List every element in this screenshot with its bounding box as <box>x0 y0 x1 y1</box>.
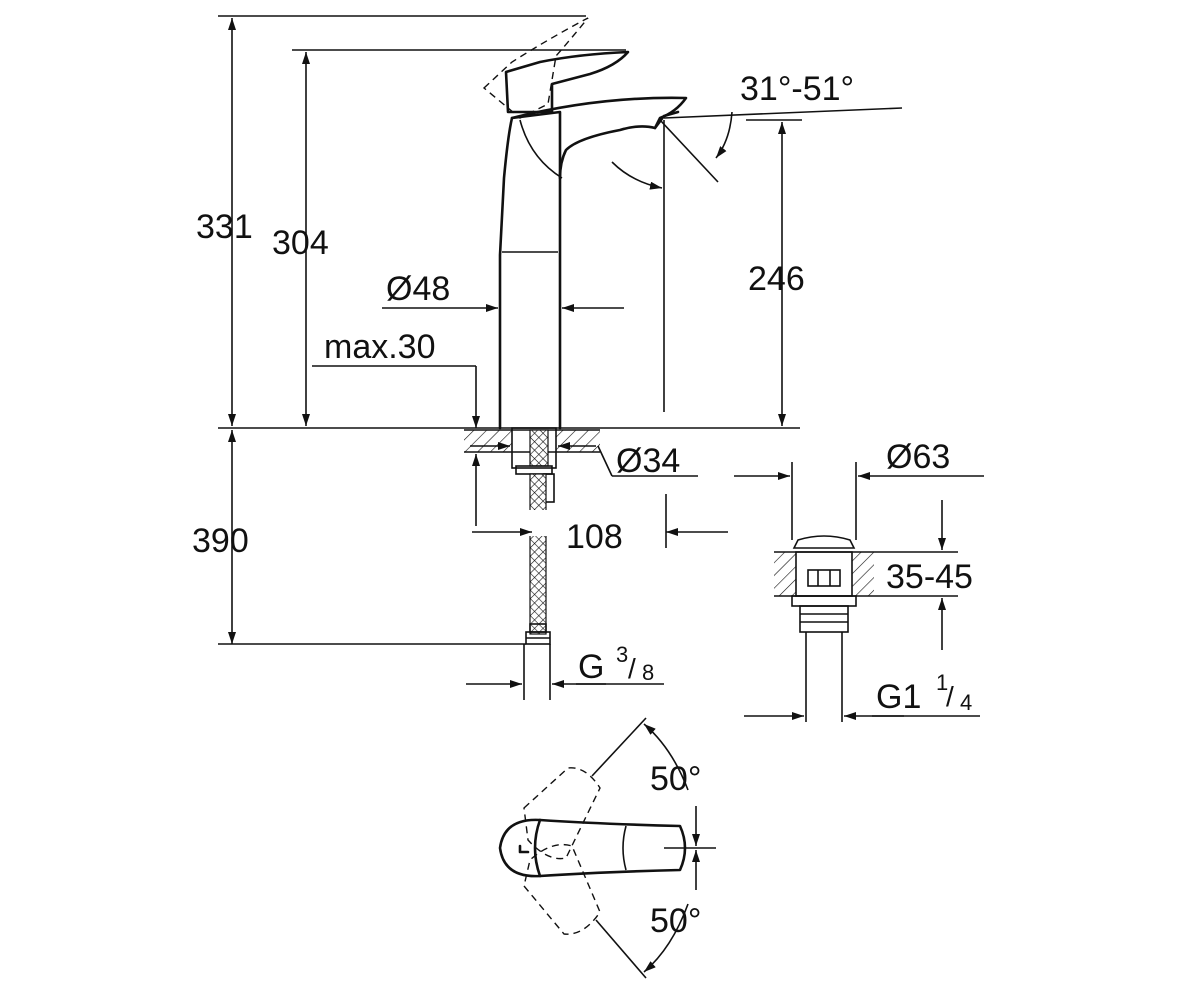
label-35-45: 35-45 <box>886 558 973 596</box>
label-thread-g1-slash: / <box>946 681 954 712</box>
faucet-top-view <box>498 717 716 979</box>
label-diameter-63: Ø63 <box>886 438 950 476</box>
label-thread-g1-den: 4 <box>960 690 972 715</box>
spout-angle-arc-right <box>715 111 733 159</box>
mounting-shank <box>511 427 557 469</box>
lever-raised-outline <box>482 17 589 119</box>
lever-top-view <box>498 818 687 878</box>
deck-hatch-right <box>556 430 600 452</box>
label-lever-angle-left: 50° <box>650 760 701 798</box>
label-304: 304 <box>272 224 329 262</box>
label-spout-angle: 31°-51° <box>740 70 854 108</box>
lever-arc <box>519 119 563 179</box>
label-390: 390 <box>192 522 249 560</box>
label-lever-angle-right: 50° <box>650 902 701 940</box>
dimension-lines <box>218 15 802 688</box>
spout-angle-leader <box>663 107 903 119</box>
spout-aerator <box>653 110 680 130</box>
label-thread-g1: G1 <box>876 678 921 716</box>
label-246: 246 <box>748 260 805 298</box>
label-thread-g: G <box>578 648 604 686</box>
waste-body <box>799 605 849 633</box>
faucet-spout <box>510 96 688 180</box>
label-thread-g-den: 8 <box>642 660 654 685</box>
label-thread-g1-num: 1 <box>936 670 948 695</box>
faucet-side-view <box>482 17 903 430</box>
flex-hose <box>529 473 547 635</box>
label-diameter-34: Ø34 <box>616 442 680 480</box>
faucet-body <box>498 110 562 430</box>
deck-hatch-left <box>464 430 512 452</box>
dimension-labels: 331 304 Ø48 max.30 31°-51° 246 Ø34 108 3… <box>192 70 973 940</box>
label-thread-g-slash: / <box>628 653 636 684</box>
spout-angle-line <box>659 119 719 183</box>
label-108: 108 <box>566 518 623 556</box>
label-331: 331 <box>196 208 253 246</box>
label-max-30: max.30 <box>324 328 436 366</box>
label-diameter-48: Ø48 <box>386 270 450 308</box>
waste-nut <box>791 595 857 607</box>
faucet-lever <box>504 50 630 114</box>
label-thread-g-num: 3 <box>616 642 628 667</box>
waste-drain <box>734 462 984 722</box>
lever-rotated-left <box>523 767 601 860</box>
waste-cap <box>792 535 856 549</box>
spout-angle-arc-left <box>611 161 663 190</box>
